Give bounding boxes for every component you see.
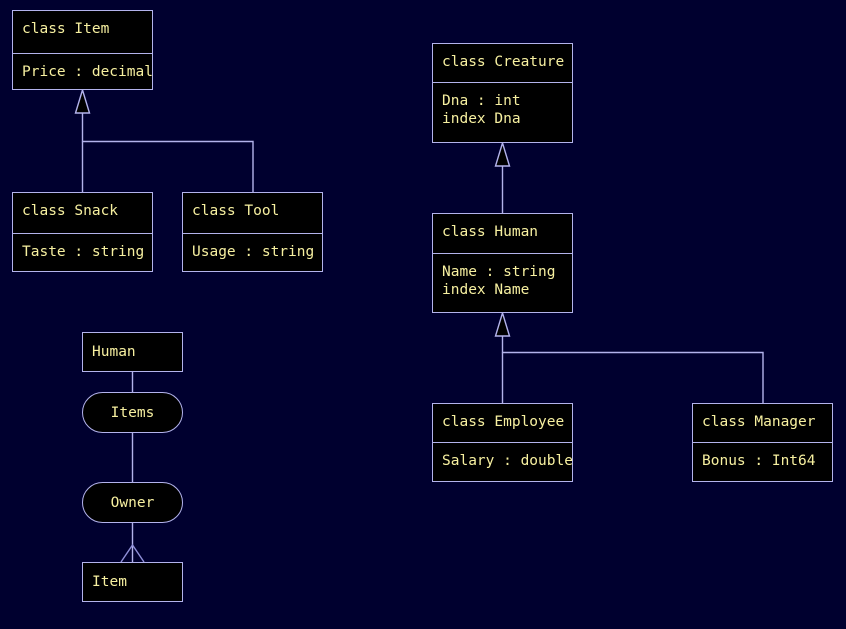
class-attributes-manager: Bonus : Int64 — [702, 453, 816, 469]
edge-snack-tool-to-item — [74, 87, 254, 192]
open-arrowhead-item-node — [120, 543, 145, 563]
class-header-item: class Item — [13, 11, 152, 54]
class-node-item[interactable]: class Item Price : decimal — [12, 10, 153, 90]
class-node-employee[interactable]: class Employee Salary : double — [432, 403, 573, 482]
node-items[interactable]: Items — [82, 392, 183, 433]
node-label-items: Items — [110, 404, 155, 421]
class-attributes-snack: Taste : string — [22, 244, 145, 260]
class-attributes-human: Name : string index Name — [442, 264, 556, 298]
edge-employee-manager-to-human — [494, 310, 764, 403]
inheritance-arrowhead-creature — [494, 140, 511, 167]
class-header-employee: class Employee — [433, 404, 572, 443]
node-owner[interactable]: Owner — [82, 482, 183, 523]
class-header-human: class Human — [433, 214, 572, 254]
node-label-owner: Owner — [110, 494, 155, 511]
class-node-snack[interactable]: class Snack Taste : string — [12, 192, 153, 272]
class-header-snack: class Snack — [13, 193, 152, 234]
node-item[interactable]: Item — [82, 562, 183, 602]
class-attributes-item: Price : decimal — [22, 64, 153, 80]
node-label-item: Item — [92, 574, 127, 590]
inheritance-arrowhead-human — [494, 310, 511, 337]
class-attributes-creature: Dna : int index Dna — [442, 93, 521, 127]
class-attributes-employee: Salary : double — [442, 453, 573, 469]
class-attributes-tool: Usage : string — [192, 244, 315, 260]
class-node-creature[interactable]: class Creature Dna : int index Dna — [432, 43, 573, 143]
edge-association-chain — [120, 372, 145, 563]
class-node-human[interactable]: class Human Name : string index Name — [432, 213, 573, 313]
node-label-human: Human — [92, 344, 136, 360]
class-node-manager[interactable]: class Manager Bonus : Int64 — [692, 403, 833, 482]
class-node-tool[interactable]: class Tool Usage : string — [182, 192, 323, 272]
class-header-creature: class Creature — [433, 44, 572, 83]
class-header-manager: class Manager — [693, 404, 832, 443]
class-header-tool: class Tool — [183, 193, 322, 234]
edge-human-to-creature — [494, 140, 511, 213]
node-human[interactable]: Human — [82, 332, 183, 372]
inheritance-arrowhead-item — [74, 87, 91, 114]
